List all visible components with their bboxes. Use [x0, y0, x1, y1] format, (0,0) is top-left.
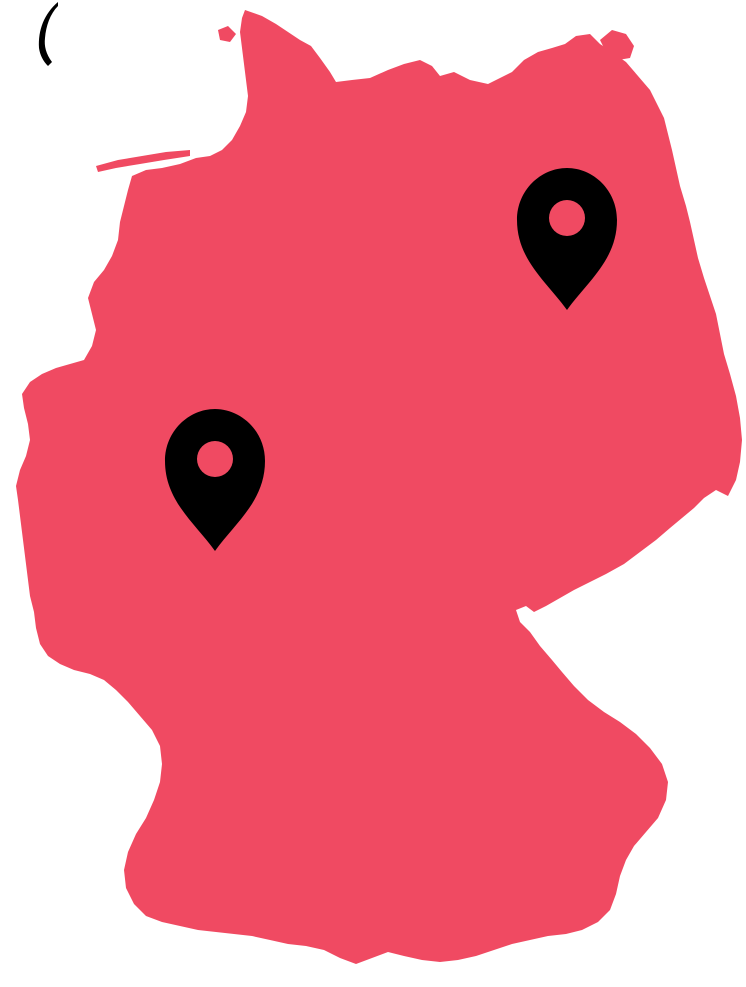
island-ruegen: [600, 30, 634, 60]
country-germany: [16, 10, 742, 964]
bracket-glyph: [38, 2, 58, 66]
map-pin-icon: [165, 409, 265, 551]
location-marker-west[interactable]: [165, 409, 265, 551]
island-east-frisia: [96, 150, 190, 172]
map-pin-dot: [549, 200, 585, 236]
map-pin-dot: [197, 441, 233, 477]
map-pin-icon: [517, 168, 617, 310]
location-marker-north-east[interactable]: [517, 168, 617, 310]
island-north-frisia: [218, 26, 236, 42]
